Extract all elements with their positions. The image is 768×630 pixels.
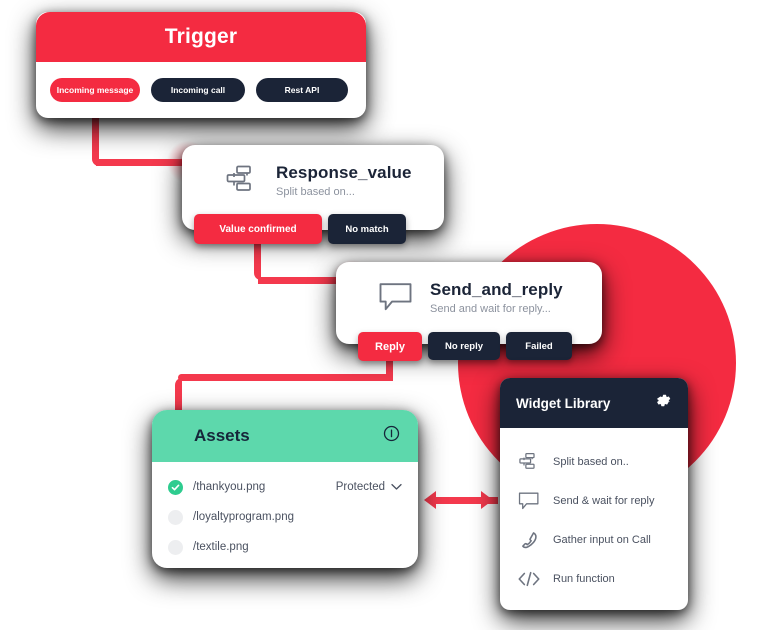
- widget-library-title: Widget Library: [516, 395, 611, 411]
- asset-checkbox-checked[interactable]: [168, 479, 183, 495]
- response-value-text: Response_value Split based on...: [276, 163, 412, 198]
- asset-file-name: /thankyou.png: [193, 481, 266, 493]
- connector-trigger-to-response-elbow: [92, 152, 99, 166]
- connector-trigger-to-response-horizontal: [96, 159, 194, 166]
- phone-icon: [518, 529, 540, 551]
- split-branch-icon: [222, 161, 262, 199]
- connector-send-to-assets-vertical: [175, 378, 182, 434]
- widget-library-panel: Widget Library Split based o: [500, 378, 688, 610]
- response-value-node-content: Response_value Split based on...: [182, 145, 444, 207]
- connector-send-to-assets-down: [386, 356, 393, 381]
- asset-status-label: Protected: [335, 481, 385, 493]
- connector-response-to-send: [254, 238, 261, 280]
- send-and-reply-subtitle: Send and wait for reply...: [430, 302, 551, 315]
- output-value-confirmed[interactable]: Value confirmed: [194, 214, 322, 244]
- asset-checkbox-unchecked[interactable]: [168, 539, 183, 555]
- send-and-reply-outputs: Reply No reply Failed: [358, 332, 572, 361]
- speech-bubble-icon: [518, 490, 540, 512]
- asset-file-name: /loyaltyprogram.png: [193, 511, 294, 523]
- asset-row[interactable]: /textile.png: [168, 532, 402, 562]
- chevron-down-icon[interactable]: [391, 478, 402, 496]
- info-circle-icon[interactable]: [383, 425, 400, 447]
- widget-library-items: Split based on.. Send & wait for reply G…: [500, 428, 688, 598]
- arrow-head-right-icon: [481, 491, 493, 509]
- split-branch-icon: [518, 451, 540, 473]
- send-and-reply-title: Send_and_reply: [430, 279, 563, 299]
- widget-item-label: Gather input on Call: [553, 533, 651, 546]
- output-no-match[interactable]: No match: [328, 214, 406, 244]
- widget-library-header: Widget Library: [500, 378, 688, 428]
- trigger-option-incoming-message[interactable]: Incoming message: [50, 78, 140, 102]
- gear-icon[interactable]: [655, 392, 672, 414]
- assets-widget-link-bar: [432, 497, 498, 504]
- connector-trigger-to-response: [92, 96, 99, 158]
- output-no-reply[interactable]: No reply: [428, 332, 500, 360]
- widget-item-run-function[interactable]: Run function: [518, 559, 688, 598]
- asset-checkbox-unchecked[interactable]: [168, 509, 183, 525]
- widget-item-label: Split based on..: [553, 455, 629, 468]
- trigger-card-header: Trigger: [36, 12, 366, 62]
- connector-send-to-assets-horizontal: [178, 374, 390, 381]
- trigger-option-incoming-call[interactable]: Incoming call: [151, 78, 245, 102]
- asset-row[interactable]: /thankyou.png Protected: [168, 472, 402, 502]
- assets-card: Assets /thankyou.png Protected: [152, 410, 418, 568]
- output-reply[interactable]: Reply: [358, 332, 422, 361]
- widget-item-label: Send & wait for reply: [553, 494, 655, 507]
- speech-bubble-icon: [376, 278, 416, 316]
- asset-row[interactable]: /loyaltyprogram.png: [168, 502, 402, 532]
- connector-response-to-send-horizontal: [258, 277, 358, 284]
- trigger-card: Trigger Incoming message Incoming call R…: [36, 12, 366, 118]
- assets-file-list: /thankyou.png Protected /loyaltyprogram.…: [152, 462, 418, 562]
- response-value-title: Response_value: [276, 162, 412, 182]
- response-value-outputs: Value confirmed No match: [194, 214, 406, 244]
- send-and-reply-node[interactable]: Send_and_reply Send and wait for reply..…: [336, 262, 602, 344]
- assets-title: Assets: [194, 426, 250, 445]
- code-brackets-icon: [518, 568, 540, 590]
- widget-item-label: Run function: [553, 572, 615, 585]
- trigger-title: Trigger: [164, 25, 238, 48]
- send-and-reply-node-content: Send_and_reply Send and wait for reply..…: [336, 262, 602, 324]
- response-value-subtitle: Split based on...: [276, 185, 355, 198]
- asset-file-name: /textile.png: [193, 541, 249, 553]
- trigger-option-rest-api[interactable]: Rest API: [256, 78, 348, 102]
- trigger-options-row: Incoming message Incoming call Rest API: [36, 62, 366, 118]
- output-failed[interactable]: Failed: [506, 332, 572, 360]
- widget-item-send-wait-for-reply[interactable]: Send & wait for reply: [518, 481, 688, 520]
- widget-item-gather-input-on-call[interactable]: Gather input on Call: [518, 520, 688, 559]
- widget-item-split-based-on[interactable]: Split based on..: [518, 442, 688, 481]
- arrow-head-left-icon: [424, 491, 436, 509]
- assets-card-header: Assets: [152, 410, 418, 462]
- send-and-reply-text: Send_and_reply Send and wait for reply..…: [430, 280, 563, 315]
